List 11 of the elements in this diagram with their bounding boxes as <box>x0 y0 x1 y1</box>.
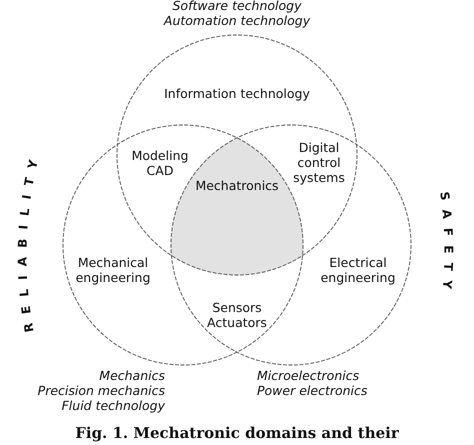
domain-label: Information technology <box>163 86 311 101</box>
domain-label: Mechanical engineering <box>74 255 152 285</box>
overlap-label: Digital control systems <box>292 140 346 185</box>
overlap-label: Sensors Actuators <box>206 300 268 330</box>
domain-examples: Software technology Automation technology <box>162 0 312 28</box>
domain-label: Electrical engineering <box>320 255 396 285</box>
figure-caption: Fig. 1. Mechatronic domains and their <box>74 424 400 442</box>
domain-examples: Mechanics Precision mechanics Fluid technology <box>36 368 165 413</box>
overlap-label: Modeling CAD <box>130 148 190 178</box>
domain-examples: Microelectronics Power electronics <box>257 368 368 398</box>
center-label: Mechatronics <box>194 178 280 193</box>
